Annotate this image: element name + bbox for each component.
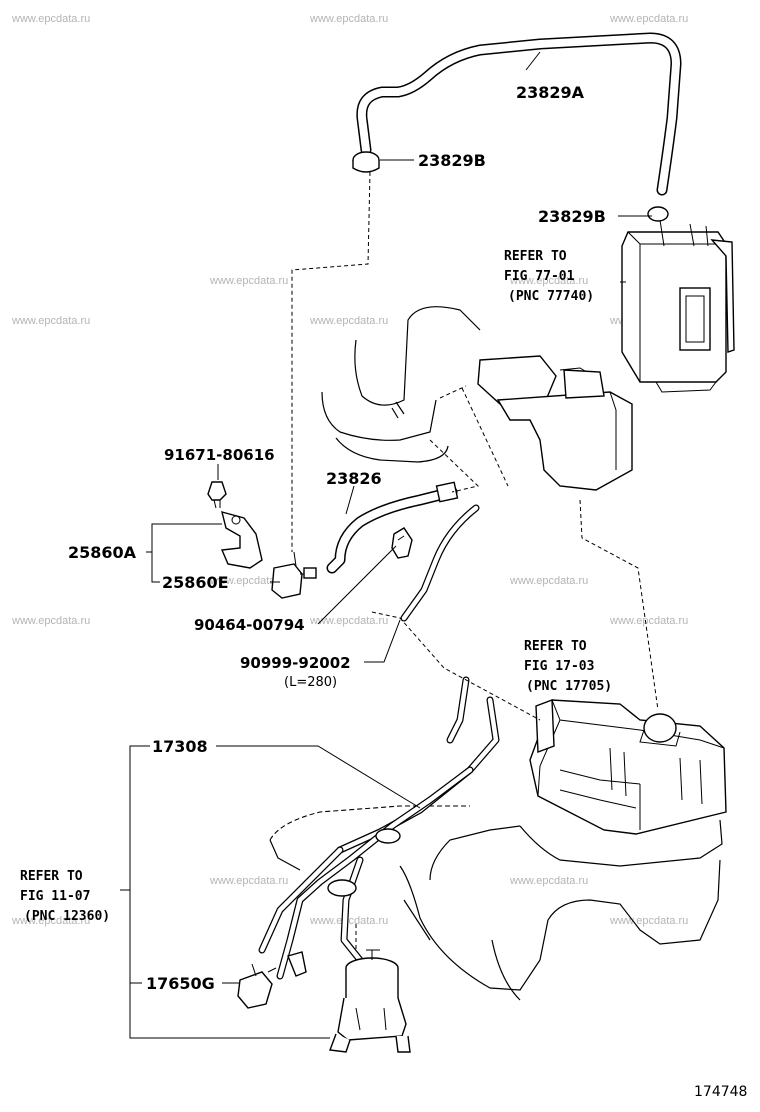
- label-23829a[interactable]: 23829A: [516, 83, 585, 102]
- watermark: www.epcdata.ru: [209, 575, 288, 587]
- label-23826[interactable]: 23826: [326, 469, 382, 488]
- watermark: www.epcdata.ru: [509, 275, 588, 287]
- watermark: www.epcdata.ru: [309, 915, 388, 927]
- vsv-25860e-drawing[interactable]: [271, 551, 317, 599]
- charcoal-canister-drawing: [621, 206, 735, 393]
- dashed-reference-lines: [291, 171, 659, 950]
- watermark: www.epcdata.ru: [509, 875, 588, 887]
- leader-lines: [120, 51, 652, 1039]
- bolt-91671-drawing[interactable]: [207, 481, 227, 509]
- label-91671-80616[interactable]: 91671-80616: [164, 446, 275, 464]
- watermark: www.epcdata.ru: [11, 13, 90, 25]
- ref-canister-line3: (PNC 77740): [508, 289, 594, 304]
- label-17650g[interactable]: 17650G: [146, 974, 215, 993]
- label-90464-00794[interactable]: 90464-00794: [194, 616, 305, 634]
- intake-background-drawing: [321, 306, 633, 491]
- watermark: www.epcdata.ru: [609, 13, 688, 25]
- ref-intake-line3: (PNC 12360): [24, 909, 110, 924]
- watermark: www.epcdata.ru: [609, 915, 688, 927]
- label-90999-92002[interactable]: 90999-92002: [240, 654, 351, 672]
- part-labels: 23829A 23829B 23829B 23826 91671-80616 2…: [68, 83, 606, 993]
- label-hose-length: (L=280): [284, 675, 337, 690]
- bracket-25860a-drawing[interactable]: [220, 511, 263, 569]
- ref-canister[interactable]: REFER TO FIG 77-01 (PNC 77740): [504, 249, 594, 304]
- watermark: www.epcdata.ru: [209, 275, 288, 287]
- engine-block-drawing: [269, 805, 723, 1001]
- ref-air-cleaner-line2: FIG 17-03: [524, 659, 594, 674]
- pipe-assy-17308-drawing[interactable]: [258, 676, 500, 980]
- watermark: www.epcdata.ru: [609, 615, 688, 627]
- hose-17650g-drawing[interactable]: [237, 951, 307, 1009]
- hose-90999-drawing[interactable]: [400, 504, 480, 622]
- label-23829b-top[interactable]: 23829B: [418, 151, 486, 170]
- watermark: www.epcdata.ru: [11, 615, 90, 627]
- ref-canister-line1: REFER TO: [504, 249, 567, 264]
- label-25860a[interactable]: 25860A: [68, 543, 137, 562]
- hose-23829a-drawing[interactable]: [356, 32, 682, 196]
- ref-air-cleaner-line1: REFER TO: [524, 639, 587, 654]
- clip-90464-drawing[interactable]: [391, 527, 413, 559]
- ref-canister-line2: FIG 77-01: [504, 269, 575, 284]
- watermark: www.epcdata.ru: [11, 315, 90, 327]
- label-17308[interactable]: 17308: [152, 737, 208, 756]
- figure-number: 174748: [694, 1084, 747, 1100]
- watermark: www.epcdata.ru: [309, 315, 388, 327]
- fuel-unit-drawing: [329, 949, 411, 1053]
- watermark: www.epcdata.ru: [509, 575, 588, 587]
- watermark: www.epcdata.ru: [11, 915, 90, 927]
- clamp-23829b-top-drawing[interactable]: [352, 151, 380, 173]
- watermark: www.epcdata.ru: [309, 13, 388, 25]
- hose-23826-drawing[interactable]: [326, 481, 459, 574]
- ref-air-cleaner[interactable]: REFER TO FIG 17-03 (PNC 17705): [524, 639, 612, 694]
- watermark: www.epcdata.ru: [209, 875, 288, 887]
- ref-intake-line2: FIG 11-07: [20, 889, 90, 904]
- ref-intake[interactable]: REFER TO FIG 11-07 (PNC 12360): [20, 869, 110, 924]
- label-23829b-canister[interactable]: 23829B: [538, 207, 606, 226]
- ref-air-cleaner-line3: (PNC 17705): [526, 679, 612, 694]
- label-25860e[interactable]: 25860E: [162, 573, 229, 592]
- air-cleaner-drawing: [529, 699, 727, 835]
- ref-intake-line1: REFER TO: [20, 869, 83, 884]
- watermark: www.epcdata.ru: [309, 615, 388, 627]
